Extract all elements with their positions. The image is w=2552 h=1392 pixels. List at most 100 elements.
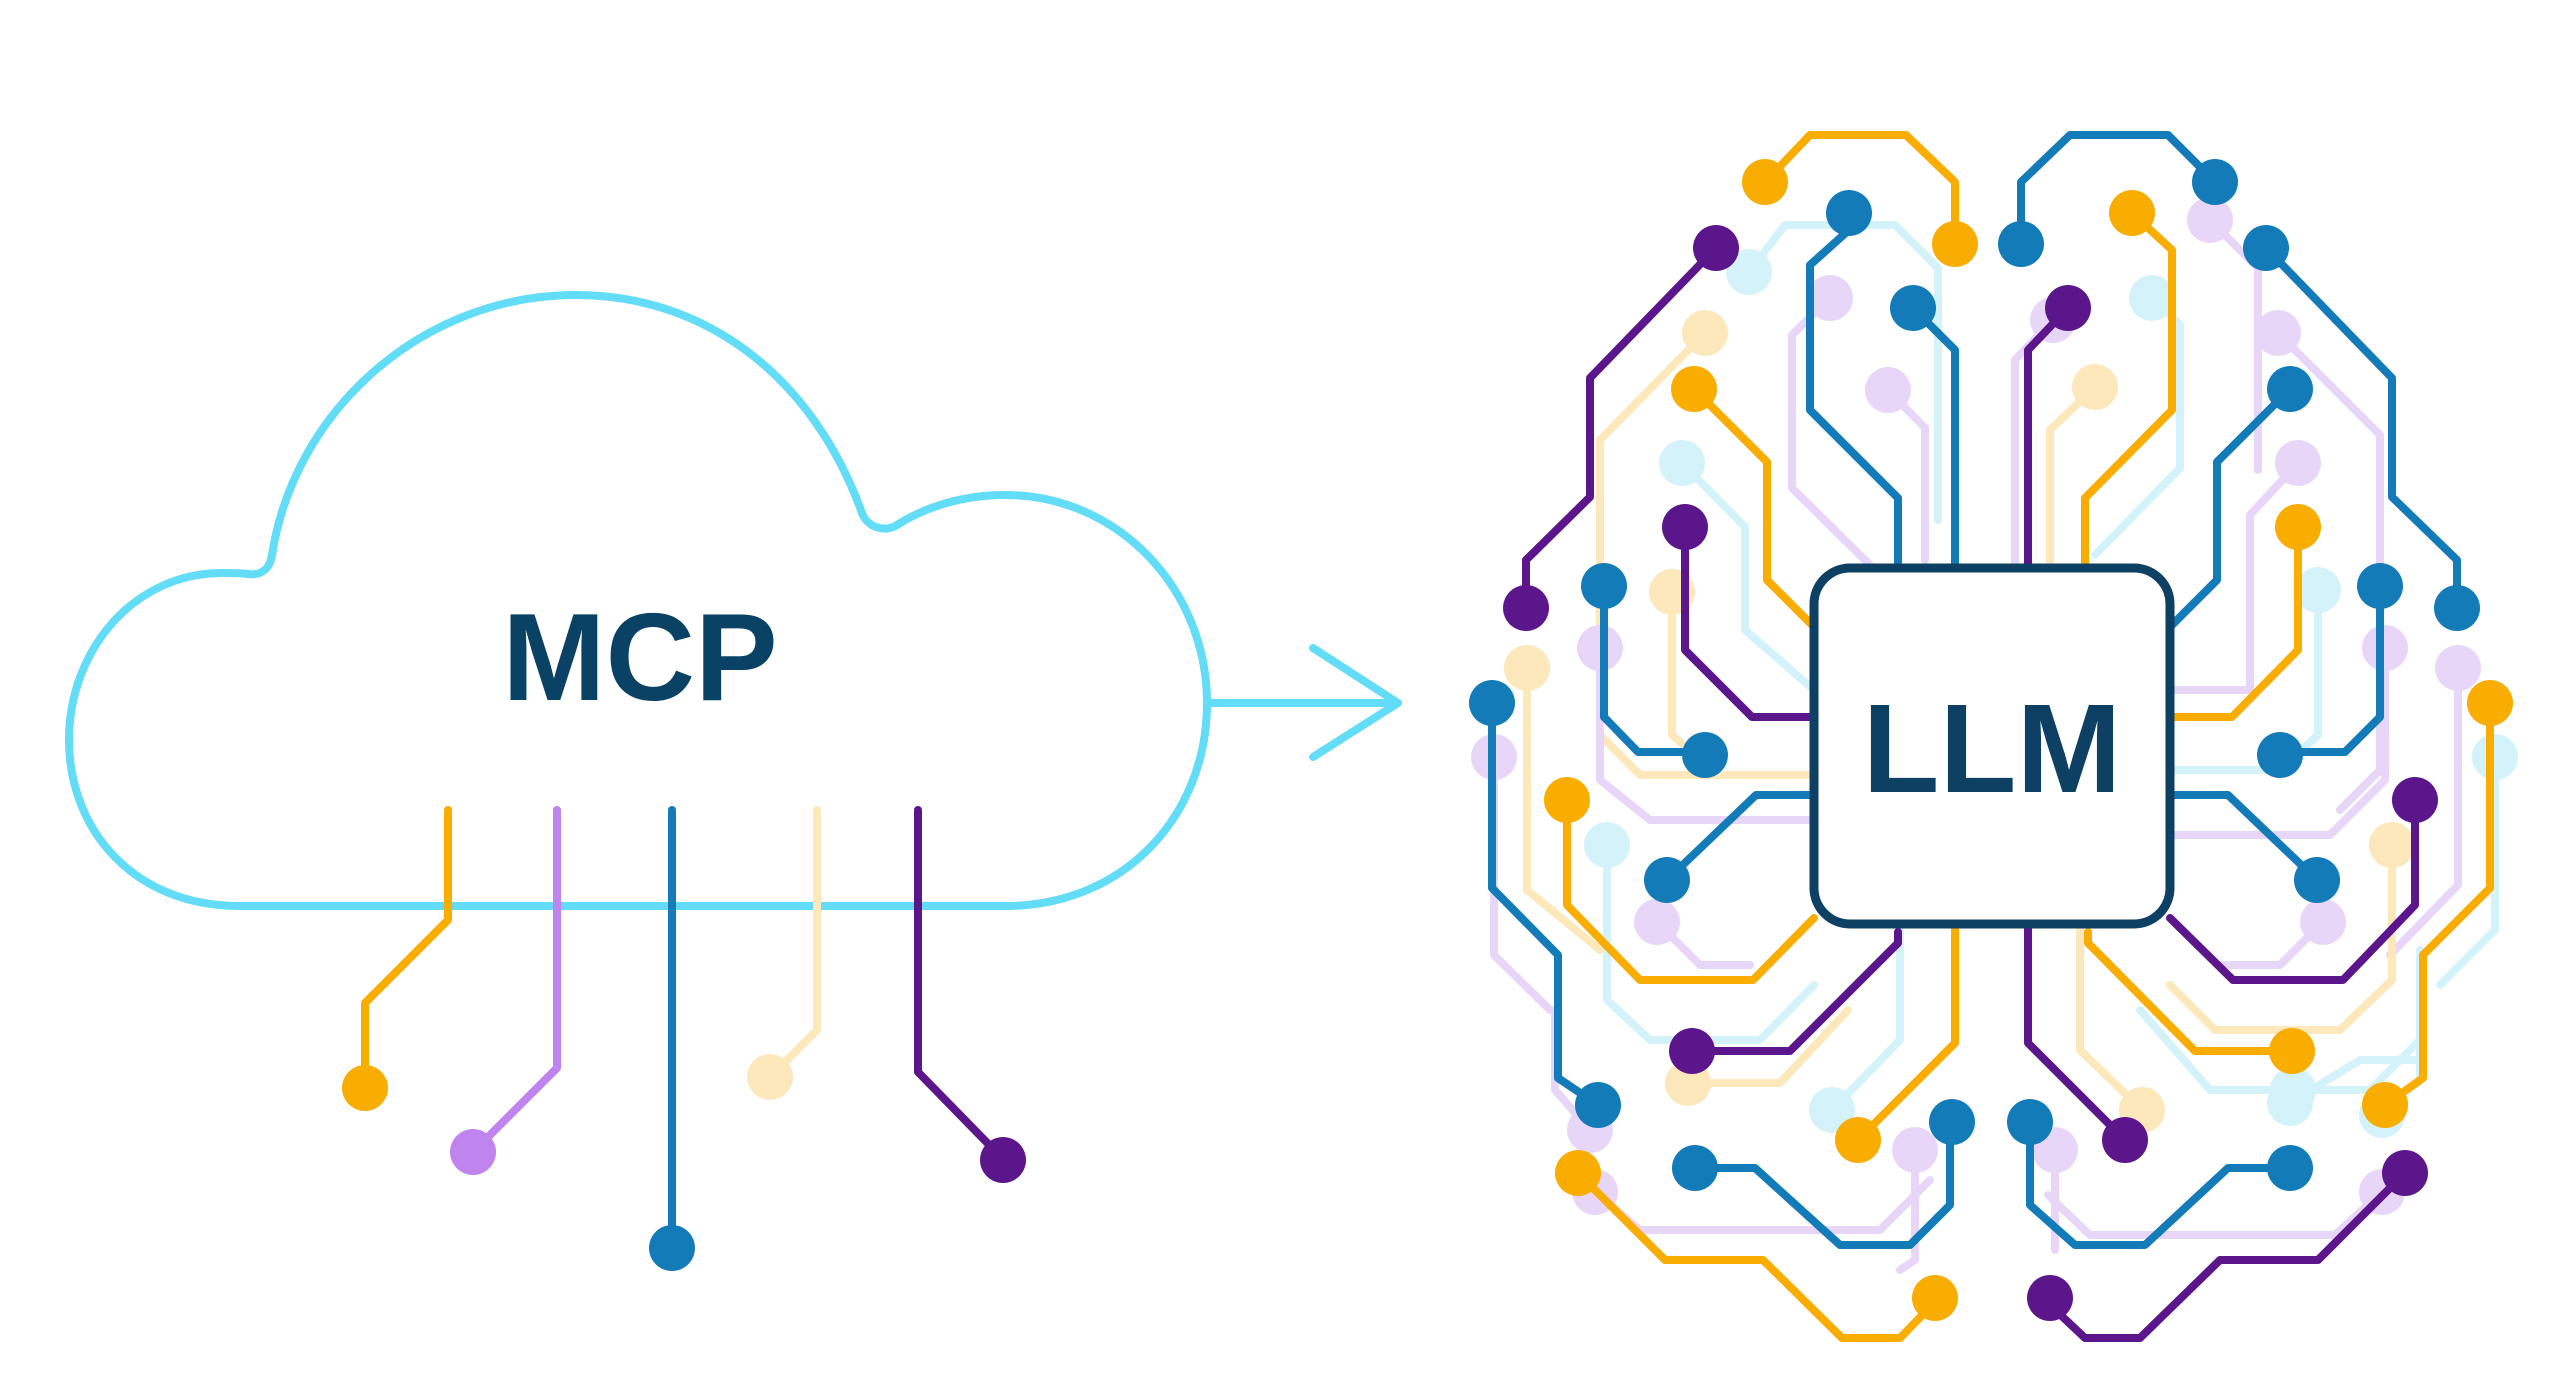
brain-trace-node <box>1912 1275 1958 1321</box>
brain-trace <box>2166 796 2419 984</box>
brain-trace <box>1761 131 1959 244</box>
brain-trace <box>1663 791 1818 884</box>
brain-trace-node <box>1998 221 2044 267</box>
brain-trace-node <box>1826 190 1872 236</box>
brain-trace-node <box>1669 1028 1715 1074</box>
brain-faint-trace <box>1603 841 1818 1044</box>
brain-faint-trace <box>2076 926 2146 1114</box>
brain-trace-node <box>2045 285 2091 331</box>
brain-faint-trace-node <box>2295 567 2341 613</box>
brain-faint-trace <box>1684 1006 1852 1087</box>
cloud-label: MCP <box>502 589 778 727</box>
cloud-connector-blue-node <box>649 1225 695 1271</box>
brain-trace <box>1488 699 1602 1109</box>
brain-trace <box>2024 920 2129 1144</box>
brain-trace <box>2276 582 2384 756</box>
brain-faint-trace-node <box>2275 440 2321 486</box>
brain-trace <box>2026 1118 2294 1249</box>
cloud-outline <box>65 291 1211 910</box>
brain-faint-trace <box>2166 841 2396 1034</box>
brain-trace <box>2262 244 2461 612</box>
brain-trace-node <box>2007 1099 2053 1145</box>
brain-faint-trace-node <box>2435 645 2481 691</box>
brain-trace-node <box>1693 225 1739 271</box>
brain-faint-trace <box>1678 459 1818 694</box>
cloud-connector-pale-yellow <box>766 806 821 1081</box>
brain-trace <box>2084 928 2296 1055</box>
brain-trace-node <box>2362 1082 2408 1128</box>
brain-faint-trace-node <box>2472 734 2518 780</box>
brain-trace-node <box>2382 1150 2428 1196</box>
brain-faint-trace <box>2436 753 2499 989</box>
brain-trace-node <box>1929 1099 1975 1145</box>
brain-faint-trace-node <box>1584 822 1630 868</box>
brain-trace-node <box>1644 857 1690 903</box>
brain-trace-node <box>1575 1082 1621 1128</box>
brain-faint-trace-node <box>2267 1080 2313 1126</box>
brain-faint-trace-node <box>2300 899 2346 945</box>
brain-faint-trace-node <box>1504 645 1550 691</box>
arrow-head <box>1309 644 1402 761</box>
brain-trace-node <box>1503 585 1549 631</box>
brain-trace <box>1574 1169 1936 1342</box>
brain-faint-trace-node <box>1634 899 1680 945</box>
brain-trace <box>1563 796 1818 984</box>
brain-trace-node <box>2357 563 2403 609</box>
cloud-connector-lavender <box>469 806 561 1156</box>
brain-trace <box>2017 131 2219 244</box>
cloud: MCP <box>65 291 1211 910</box>
brain-faint-trace-node <box>1807 275 1853 321</box>
brain-faint-trace <box>1523 664 1604 954</box>
brain-trace-node <box>2269 1028 2315 1074</box>
brain-faint-trace <box>1591 1176 1934 1234</box>
brain-faint-trace-node <box>1865 367 1911 413</box>
chip-body <box>1809 563 2175 929</box>
brain-trace-node <box>2267 366 2313 412</box>
brain-trace <box>2381 699 2494 1109</box>
brain-trace-node <box>2392 777 2438 823</box>
brain-faint-trace <box>2166 459 2302 694</box>
brain-trace-node <box>1662 504 1708 550</box>
brain-trace <box>2166 791 2321 884</box>
brain-trace <box>1522 244 1720 612</box>
brain-trace-node <box>2192 159 2238 205</box>
brain-faint-trace <box>1745 221 1942 524</box>
brain-faint-trace <box>1828 926 1904 1114</box>
brain-faint-trace-node <box>1682 310 1728 356</box>
brain-faint-trace-node <box>1892 1127 1938 1173</box>
cloud-connectors <box>342 806 1026 1271</box>
cloud-connector-purple-node <box>980 1137 1026 1183</box>
cloud-connector-orange-node <box>342 1065 388 1111</box>
brain-faint-trace <box>2286 1056 2424 1107</box>
brain-trace-node <box>1835 1117 1881 1163</box>
brain-faint-trace <box>2386 664 2462 959</box>
brain-faint-trace <box>2044 1188 2386 1239</box>
brain-faint-trace-node <box>2255 310 2301 356</box>
brain-trace-node <box>2294 857 2340 903</box>
brain-trace <box>2046 1169 2409 1342</box>
brain-trace-node <box>2434 585 2480 631</box>
brain-trace-node <box>1671 366 1717 412</box>
brain-trace <box>2081 209 2176 572</box>
brain-faint-trace <box>1884 386 1929 564</box>
brain-trace <box>2166 385 2294 631</box>
llm-chip: LLM <box>1809 563 2175 929</box>
brain-trace-node <box>2267 1145 2313 1191</box>
brain-trace-node <box>1682 732 1728 778</box>
brain-trace <box>1690 385 1818 631</box>
brain-trace-node <box>1672 1145 1718 1191</box>
brain-faint-trace-node <box>1659 440 1705 486</box>
brain-faint-trace-node <box>2187 197 2233 243</box>
brain-trace-node <box>2027 1275 2073 1321</box>
brain-trace-node <box>1555 1150 1601 1196</box>
brain-trace <box>1600 582 1709 756</box>
brain-trace-node <box>1932 221 1978 267</box>
brain-trace-node <box>1469 680 1515 726</box>
brain-trace-node <box>2109 190 2155 236</box>
brain-faint-trace-node <box>2072 364 2118 410</box>
brain-faint-traces <box>1471 197 2518 1274</box>
brain-faint-trace-node <box>2129 275 2175 321</box>
brain-trace-node <box>1544 777 1590 823</box>
brain-faint-trace-node <box>1726 249 1772 295</box>
arrow <box>1203 644 1402 761</box>
